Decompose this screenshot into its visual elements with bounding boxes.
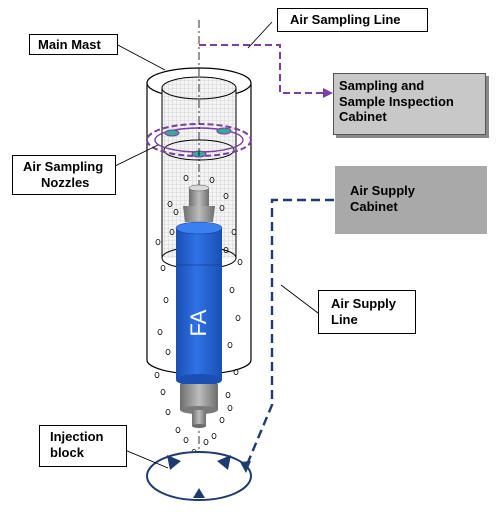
bubble bbox=[225, 391, 231, 398]
main-mast-label: Main Mast bbox=[29, 34, 118, 55]
bubble bbox=[183, 436, 189, 443]
air-supply-line bbox=[240, 198, 334, 473]
bubble bbox=[219, 204, 225, 211]
bubble bbox=[227, 341, 233, 348]
air-sampling-nozzles-line1: Air Sampling bbox=[23, 159, 104, 174]
bubble bbox=[183, 174, 189, 181]
bubble bbox=[173, 208, 179, 215]
bubble bbox=[235, 314, 241, 321]
bubble bbox=[169, 228, 175, 235]
bubble bbox=[160, 388, 166, 395]
air-sampling-line-label: Air Sampling Line bbox=[277, 8, 428, 32]
leader-lines bbox=[112, 21, 319, 469]
air-sampling-nozzles-line2: Nozzles bbox=[41, 175, 90, 191]
bubble bbox=[155, 238, 161, 245]
air-sampling-nozzles-label: Air Sampling Nozzles bbox=[12, 155, 116, 195]
bubble bbox=[160, 264, 166, 271]
main-mast-text: Main Mast bbox=[38, 37, 101, 52]
bubble bbox=[154, 371, 160, 378]
sampling-cabinet-line2: Sample Inspection bbox=[339, 93, 454, 109]
air-supply-line-line1: Air Supply bbox=[331, 296, 397, 311]
bubble bbox=[175, 426, 181, 433]
bubble bbox=[203, 438, 209, 445]
air-supply-cabinet-line2: Cabinet bbox=[350, 198, 398, 214]
sampling-cabinet-line3: Cabinet bbox=[339, 109, 387, 125]
air-sampling-line bbox=[199, 44, 333, 98]
fuel-assembly bbox=[175, 221, 223, 386]
bubble bbox=[229, 286, 235, 293]
sampling-cabinet-line1: Sampling and bbox=[339, 78, 425, 93]
bubble bbox=[227, 404, 233, 411]
bubble bbox=[167, 200, 173, 207]
fuel-assembly-label: FA bbox=[186, 309, 211, 337]
injection-block-line1: Injection bbox=[50, 429, 104, 444]
air-supply-line-line2: Line bbox=[331, 312, 358, 328]
air-supply-cabinet-line1: Air Supply bbox=[350, 183, 416, 198]
bubble bbox=[231, 228, 237, 235]
sampling-inspection-cabinet: Sampling and Sample Inspection Cabinet bbox=[333, 73, 486, 135]
bubble bbox=[237, 258, 243, 265]
bubble bbox=[233, 368, 239, 375]
bubble bbox=[209, 176, 215, 183]
bubble bbox=[165, 408, 171, 415]
fuel-assembly-bottom-nozzle bbox=[180, 384, 218, 428]
air-supply-line-label: Air Supply Line bbox=[318, 290, 416, 334]
bubble bbox=[163, 296, 169, 303]
injection-block-label: Injection block bbox=[39, 425, 127, 467]
bubble bbox=[165, 348, 171, 355]
injection-block bbox=[146, 451, 252, 501]
bubble bbox=[223, 246, 229, 253]
fuel-assembly-top-nozzle bbox=[183, 184, 215, 222]
bubble bbox=[211, 432, 217, 439]
injection-block-line2: block bbox=[50, 445, 84, 461]
air-sampling-line-text: Air Sampling Line bbox=[290, 12, 401, 27]
air-supply-cabinet: Air Supply Cabinet bbox=[335, 166, 487, 234]
bubble bbox=[223, 192, 229, 199]
bubble bbox=[157, 328, 163, 335]
bubble bbox=[219, 416, 225, 423]
